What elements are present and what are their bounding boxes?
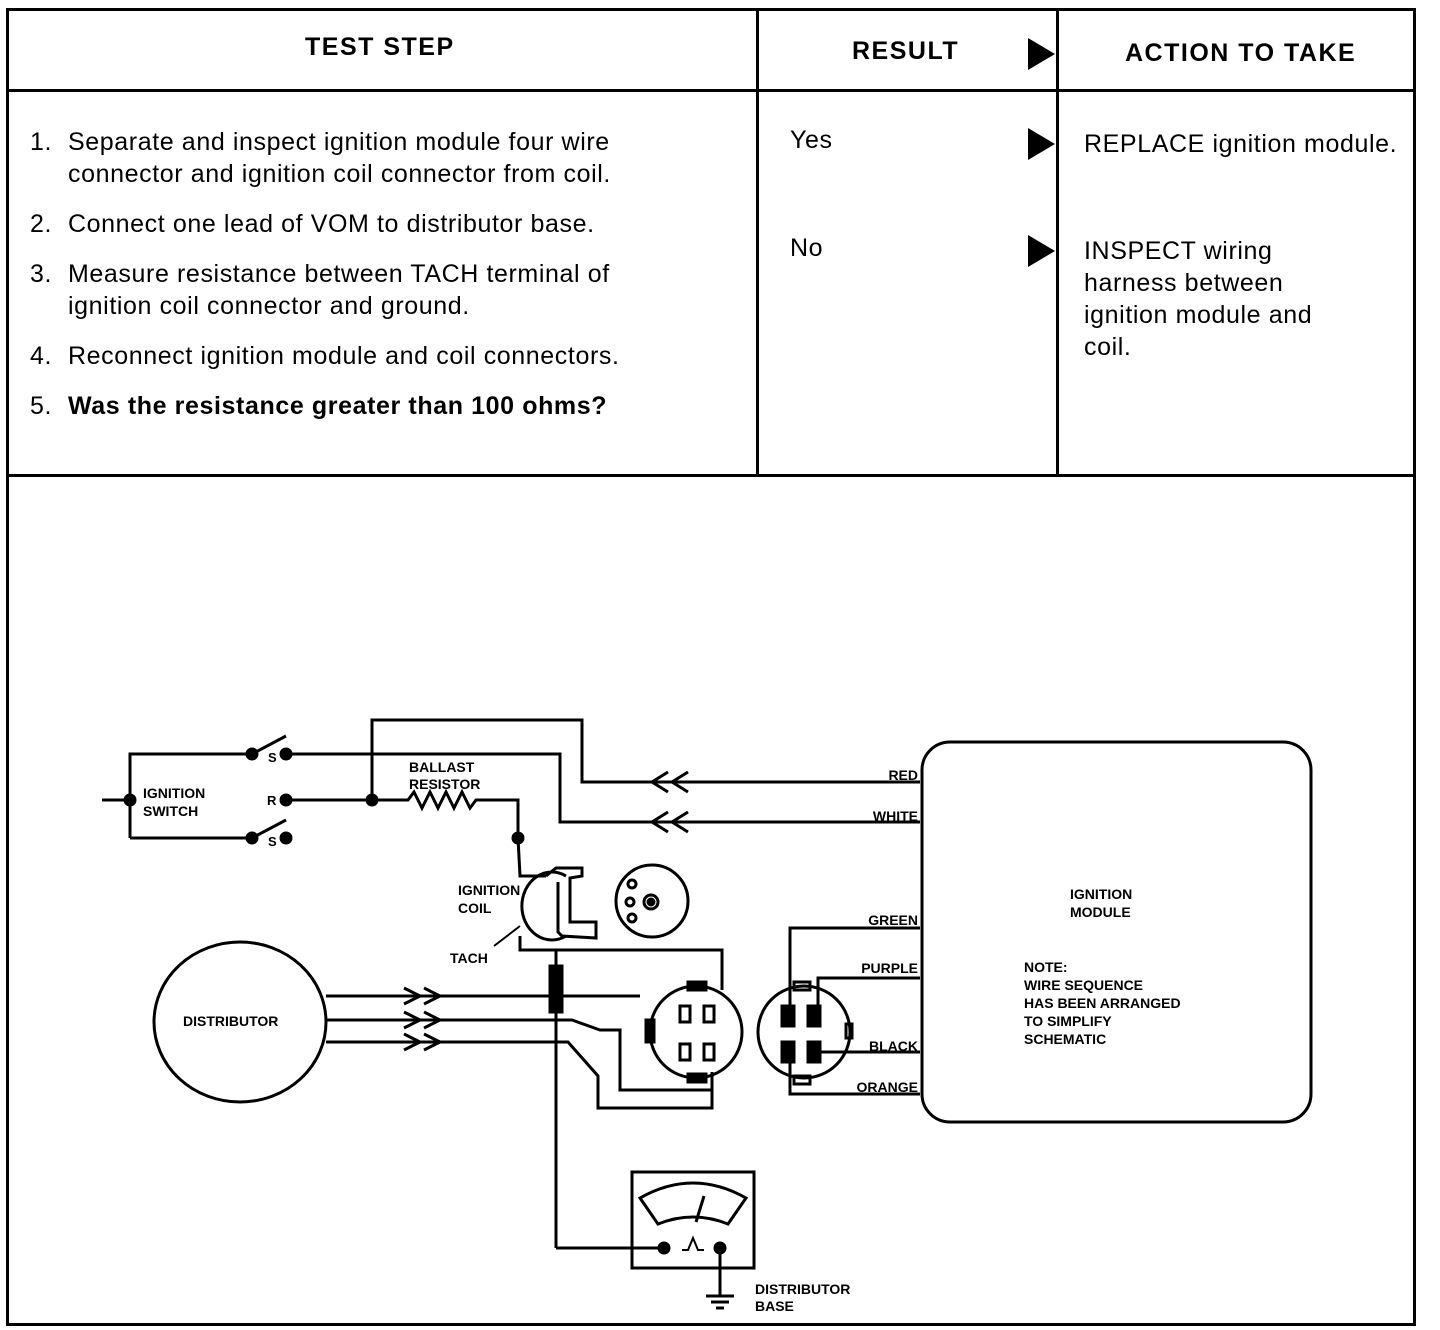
ignition-switch-label: SWITCH <box>143 803 198 819</box>
wire-label-green: GREEN <box>868 912 918 928</box>
ignition-module-label: IGNITION <box>1070 886 1132 902</box>
wire-label-white: WHITE <box>873 808 918 824</box>
terminal-r-label: R <box>267 793 277 808</box>
column-divider-2 <box>1056 8 1059 477</box>
header-action-to-take: ACTION TO TAKE <box>1125 39 1357 67</box>
action-no: INSPECT wiring harness between ignition … <box>1084 237 1313 361</box>
distributor-base-label: BASE <box>755 1298 794 1314</box>
step-number: 4. <box>30 342 53 370</box>
step-number: 1. <box>30 128 53 156</box>
step-item: 1. Separate and inspect ignition module f… <box>30 126 698 190</box>
step-item: 5. Was the resistance greater than 100 oh… <box>30 390 698 422</box>
distributor: DISTRIBUTOR <box>152 940 714 1110</box>
note-line: TO SIMPLIFY <box>1024 1013 1112 1029</box>
note-line: SCHEMATIC <box>1024 1031 1106 1047</box>
ignition-coil-label: IGNITION <box>458 882 520 898</box>
ignition-module-label: MODULE <box>1070 904 1131 920</box>
ignition-switch: IGNITION SWITCH S R S <box>102 734 293 849</box>
step-text: Separate and inspect ignition module fou… <box>68 128 611 188</box>
test-steps-list: 1. Separate and inspect ignition module f… <box>30 126 698 440</box>
step-text: Measure resistance between TACH terminal… <box>68 260 610 320</box>
wire-label-purple: PURPLE <box>861 960 918 976</box>
module-wires <box>788 926 920 1096</box>
note-line: NOTE: <box>1024 959 1068 975</box>
header-result: RESULT <box>852 37 960 65</box>
terminal-s-label: S <box>268 834 277 849</box>
module-connector <box>756 980 854 1086</box>
result-yes-arrow-icon <box>1028 128 1055 160</box>
result-no: No <box>790 234 824 262</box>
ballast-resistor: BALLAST RESISTOR <box>286 759 546 878</box>
vom-meter-icon <box>630 1170 756 1270</box>
step-item: 4. Reconnect ignition module and coil con… <box>30 340 698 372</box>
step-number: 3. <box>30 260 53 288</box>
ballast-resistor-label: BALLAST <box>409 759 475 775</box>
wire-label-red: RED <box>888 767 918 783</box>
note-line: HAS BEEN ARRANGED <box>1024 995 1181 1011</box>
step-number: 5. <box>30 392 53 420</box>
action-yes: REPLACE ignition module. <box>1084 130 1398 158</box>
distributor-label: DISTRIBUTOR <box>183 1013 278 1029</box>
note-line: WIRE SEQUENCE <box>1024 977 1143 993</box>
step-text: Reconnect ignition module and coil conne… <box>68 342 620 370</box>
ignition-module: IGNITION MODULE NOTE: WIRE SEQUENCE HAS … <box>857 740 1313 1124</box>
table-bottom-divider <box>6 474 1416 477</box>
result-no-arrow-icon <box>1028 235 1055 267</box>
step-item: 2. Connect one lead of VOM to distributor… <box>30 208 698 240</box>
tach-label: TACH <box>450 950 488 966</box>
ignition-coil-label: COIL <box>458 900 492 916</box>
distributor-base-label: DISTRIBUTOR <box>755 1281 850 1297</box>
header-arrow-icon <box>1028 38 1055 70</box>
wire-label-black: BLACK <box>869 1038 918 1054</box>
ignition-coil: IGNITION COIL TACH <box>450 863 724 990</box>
step-question: Was the resistance greater than 100 ohms… <box>68 392 608 420</box>
page-frame <box>6 8 1416 1326</box>
column-divider-1 <box>756 8 759 477</box>
step-item: 3. Measure resistance between TACH termin… <box>30 258 698 322</box>
header-divider <box>6 89 1416 92</box>
terminal-s-label: S <box>268 750 277 765</box>
red-white-wires <box>286 718 920 834</box>
wire-label-orange: ORANGE <box>857 1079 918 1095</box>
ground-icon: DISTRIBUTOR BASE <box>706 1248 850 1314</box>
ignition-switch-label: IGNITION <box>143 785 205 801</box>
distributor-connector <box>644 980 744 1084</box>
header-test-step: TEST STEP <box>305 33 455 61</box>
result-yes: Yes <box>790 126 833 154</box>
vom-lead <box>548 950 664 1250</box>
step-text: Connect one lead of VOM to distributor b… <box>68 210 595 238</box>
step-number: 2. <box>30 210 53 238</box>
ballast-resistor-label: RESISTOR <box>409 776 480 792</box>
